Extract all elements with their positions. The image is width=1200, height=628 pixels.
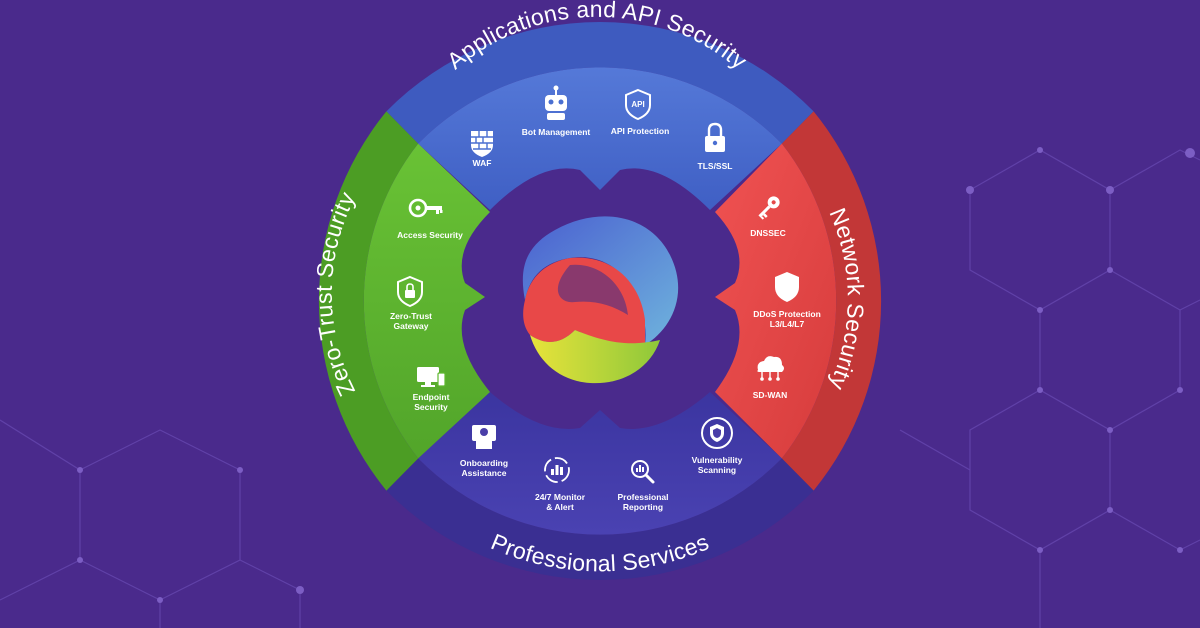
item-label-professional: Professional bbox=[617, 492, 668, 502]
item-label-ddos-protection: DDoS Protection bbox=[753, 309, 821, 319]
item-label-bot-management: Bot Management bbox=[522, 127, 591, 137]
monitor-alert-icon bbox=[544, 457, 570, 483]
item-labels: WAF Bot Management API Protection TLS/SS… bbox=[390, 126, 821, 512]
logo-yellow-swoosh bbox=[530, 330, 660, 384]
item-label-reporting: Reporting bbox=[623, 502, 663, 512]
item-label-vulnerability: Vulnerability bbox=[692, 455, 743, 465]
logo-dark-core bbox=[557, 264, 628, 315]
item-label-alert: & Alert bbox=[546, 502, 574, 512]
item-label-tls-ssl: TLS/SSL bbox=[698, 161, 733, 171]
inner-ring bbox=[363, 67, 837, 535]
item-label-security: Security bbox=[414, 402, 448, 412]
logo-red-swoosh bbox=[523, 257, 645, 347]
segment-applications bbox=[418, 67, 782, 211]
segment-zero-trust bbox=[363, 143, 490, 459]
outer-ring-top bbox=[386, 22, 814, 144]
item-label-api-protection: API Protection bbox=[611, 126, 670, 136]
firewall-icon bbox=[471, 131, 493, 157]
outer-ring-right bbox=[781, 111, 882, 491]
item-label-waf: WAF bbox=[473, 158, 492, 168]
support-agent-icon bbox=[472, 425, 496, 449]
api-shield-icon: API bbox=[625, 88, 651, 121]
background-hexagon-nodes bbox=[77, 147, 1195, 603]
outer-ring bbox=[318, 22, 882, 580]
lock-icon bbox=[705, 122, 725, 152]
item-label-access-security: Access Security bbox=[397, 230, 463, 240]
endpoint-devices-icon bbox=[417, 367, 446, 387]
item-label-gateway: Gateway bbox=[394, 321, 429, 331]
gateway-shield-icon bbox=[397, 275, 423, 308]
item-label-dnssec: DNSSEC bbox=[750, 228, 785, 238]
center-logo bbox=[522, 216, 679, 384]
robot-icon bbox=[545, 85, 567, 120]
cloud-network-icon bbox=[757, 356, 784, 381]
report-magnifier-icon bbox=[631, 460, 655, 484]
segment-professional bbox=[418, 392, 782, 535]
vulnerability-shield-icon bbox=[701, 417, 733, 449]
shield-icon bbox=[775, 272, 799, 302]
item-label-ddos-layers: L3/L4/L7 bbox=[770, 319, 805, 329]
item-label-sd-wan: SD-WAN bbox=[753, 390, 787, 400]
logo-blue-swoosh bbox=[522, 216, 679, 345]
item-label-scanning: Scanning bbox=[698, 465, 736, 475]
outer-ring-left bbox=[318, 111, 419, 491]
outer-ring-bottom bbox=[386, 458, 814, 580]
key-icon bbox=[758, 196, 780, 220]
item-label-onboarding: Onboarding bbox=[460, 458, 508, 468]
item-label-zero-trust: Zero-Trust bbox=[390, 311, 432, 321]
segment-network bbox=[715, 143, 837, 459]
item-label-assistance: Assistance bbox=[462, 468, 507, 478]
item-label-monitor: 24/7 Monitor bbox=[535, 492, 586, 502]
item-label-endpoint: Endpoint bbox=[413, 392, 450, 402]
svg-text:API: API bbox=[631, 100, 644, 109]
access-key-icon bbox=[408, 198, 443, 218]
